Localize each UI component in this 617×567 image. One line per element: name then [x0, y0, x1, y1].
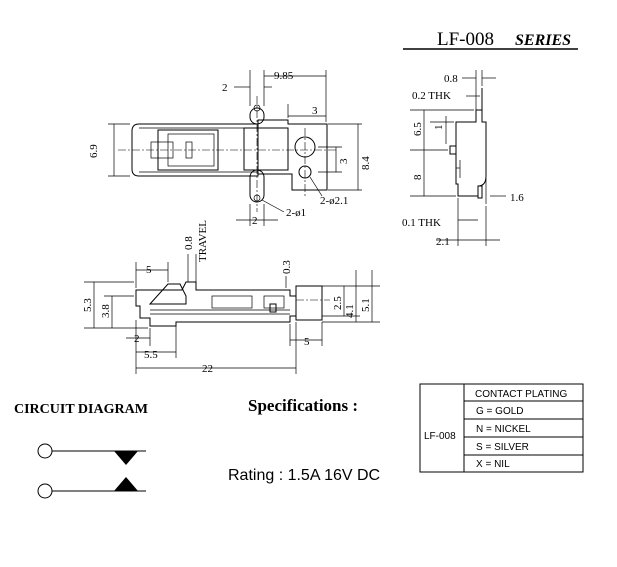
table-model: LF-008: [424, 431, 456, 442]
dim-top-3: 3: [312, 105, 318, 117]
top-view-bracket: [257, 119, 328, 191]
dim-front-2-5: 2.5: [332, 296, 344, 310]
dim-front-5-5: 5.5: [144, 349, 158, 361]
series-label: SERIES: [515, 32, 571, 49]
front-view-bracket: [295, 285, 323, 321]
dim-front-2: 2: [134, 333, 140, 345]
top-view-body: [131, 123, 259, 177]
dim-side-0-2-thk: 0.2 THK: [412, 90, 451, 102]
terminal-top: [37, 443, 53, 459]
circuit-diagram: CIRCUIT DIAGRAM: [14, 402, 148, 499]
plating-table: LF-008 CONTACT PLATING G = GOLD N = NICK…: [419, 383, 584, 473]
circuit-heading: CIRCUIT DIAGRAM: [14, 402, 148, 417]
dim-front-4-1: 4.1: [344, 304, 356, 318]
title-block: LF-008 SERIES: [403, 29, 578, 50]
dim-travel-0-8: 0.8: [183, 236, 195, 250]
dim-front-5: 5: [146, 264, 152, 276]
dim-front-3-8: 3.8: [100, 304, 112, 318]
top-view: 2 9.85 3 6.9 3 8.4 2 2-ø1 2-ø2.1: [88, 70, 372, 227]
table-row: X = NIL: [476, 459, 510, 470]
table-row: S = SILVER: [476, 442, 529, 453]
dim-top-8-4: 8.4: [360, 156, 372, 170]
specifications: Specifications : Rating : 1.5A 16V DC: [228, 396, 380, 484]
dim-front-5-1: 5.1: [360, 298, 372, 312]
dim-hole-2-1: 2-ø2.1: [320, 195, 348, 207]
rating-text: Rating : 1.5A 16V DC: [228, 467, 380, 484]
dim-hole-1: 2-ø1: [286, 207, 306, 219]
contact-up-icon: [114, 477, 138, 491]
dim-top-9-85: 9.85: [274, 70, 294, 82]
dim-front-5-3: 5.3: [82, 298, 94, 312]
dim-side-1-6: 1.6: [510, 192, 524, 204]
dim-top-3-side: 3: [338, 158, 350, 164]
terminal-bottom: [37, 483, 53, 499]
specifications-heading: Specifications :: [248, 396, 358, 415]
dim-front-5-right: 5: [304, 336, 310, 348]
dim-top-6-9: 6.9: [88, 144, 100, 158]
contact-down-icon: [114, 451, 138, 465]
dim-front-0-3: 0.3: [281, 260, 293, 274]
dim-top-2-bottom: 2: [252, 215, 258, 227]
dim-top-2: 2: [222, 82, 228, 94]
table-row: N = NICKEL: [476, 424, 531, 435]
front-view: 0.8 TRAVEL 0.3 5 5.3 3.8 2.5 4.1 5.1 2 5…: [82, 220, 380, 375]
dim-side-1: 1: [433, 125, 445, 131]
dim-side-0-8: 0.8: [444, 73, 458, 85]
table-row: G = GOLD: [476, 406, 524, 417]
dim-side-2-1: 2.1: [436, 236, 450, 248]
dim-side-0-1-thk: 0.1 THK: [402, 217, 441, 229]
front-view-actuator: [148, 283, 187, 305]
dim-side-6-5: 6.5: [412, 122, 424, 136]
table-header: CONTACT PLATING: [475, 389, 567, 400]
side-view-body: [455, 109, 487, 197]
side-view: 0.8 0.2 THK 6.5 1 8 1.6 0.1 THK 2.1: [402, 70, 524, 248]
dim-travel-label: TRAVEL: [197, 220, 209, 262]
dim-front-22: 22: [202, 363, 213, 375]
dim-side-8: 8: [412, 174, 424, 180]
model-title: LF-008: [437, 29, 494, 50]
